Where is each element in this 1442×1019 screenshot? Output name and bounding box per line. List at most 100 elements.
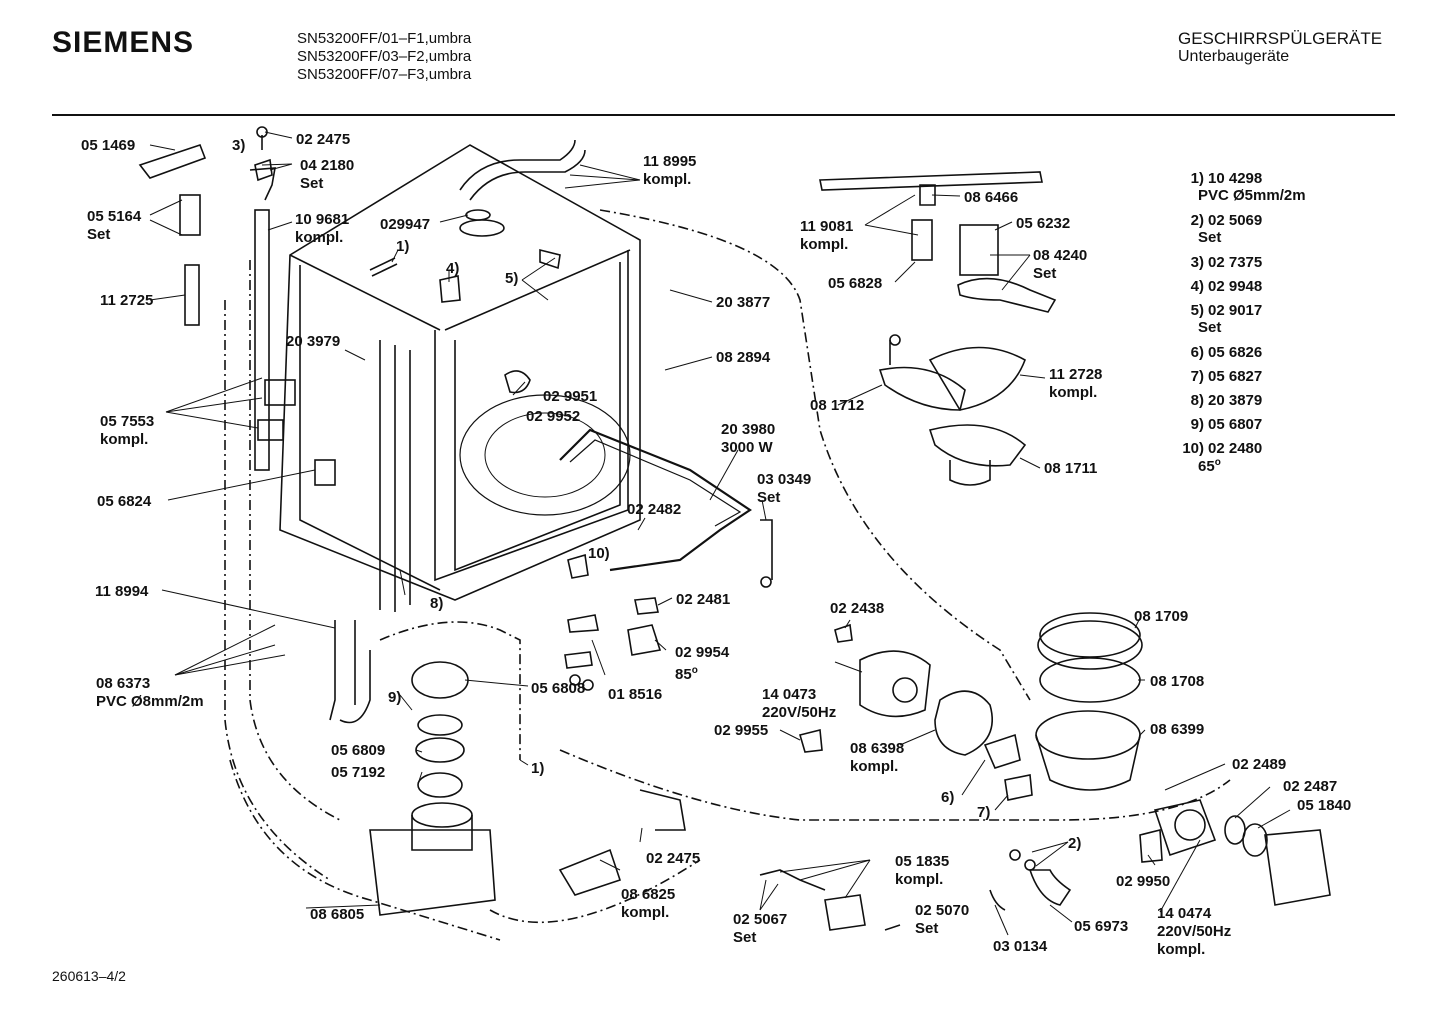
legend-code: 02 2480 [1208,440,1263,457]
ref-label-5: 5) [505,270,519,287]
ref-label-2: 2) [1068,835,1082,852]
header-rule [52,114,1395,116]
filter-assembly [878,334,1027,486]
legend-row: 3)02 7375 [1176,254,1263,278]
part-label-042180: 04 2180 [300,157,355,174]
part-label-084240-set: Set [1033,265,1057,282]
part-label-056973: 05 6973 [1074,918,1129,935]
legend-code: 02 9948 [1208,278,1263,295]
part-label-025070-set: Set [915,920,939,937]
part-label-086373: 08 6373 [96,675,151,692]
model-line: SN53200FF/03–F2,umbra [297,48,472,65]
part-label-119081: 11 9081 [800,218,854,235]
part-label-030134: 03 0134 [993,938,1048,955]
part-label-086466: 08 6466 [964,189,1019,206]
part-label-056232: 05 6232 [1016,215,1071,232]
part-label-109681-kompl: kompl. [295,229,344,246]
part-label-140474-volt: 220V/50Hz [1157,923,1232,940]
legend-row: 9)05 6807 [1176,416,1263,440]
heating-element [559,428,752,572]
drain-pump [1139,799,1331,906]
part-label-086805: 08 6805 [310,906,365,923]
part-label-086825: 08 6825 [621,886,676,903]
part-label-140474: 14 0474 [1157,905,1212,922]
part-label-086825-kompl: kompl. [621,904,670,921]
part-label-051840: 05 1840 [1297,797,1352,814]
ref-label-1b: 1) [531,760,545,777]
legend-extra: PVC Ø5mm/2m [1198,187,1306,204]
part-label-025067-set: Set [733,929,757,946]
legend-num: 7) [1190,368,1204,385]
legend-code: 10 4298 [1208,170,1263,187]
legend-row: 8)20 3879 [1176,392,1263,416]
part-label-118994: 11 8994 [95,583,149,600]
part-label-025070: 02 5070 [915,902,970,919]
part-label-055164: 05 5164 [87,208,142,225]
legend-row: 4)02 9948 [1176,278,1263,302]
category-block: GESCHIRRSPÜLGERÄTE Unterbaugeräte [1178,30,1382,66]
part-label-018516: 01 8516 [608,686,663,703]
legend-code: 05 6807 [1208,416,1263,433]
legend-temp: 65 [1198,458,1215,475]
legend-code: 02 5069 [1208,212,1263,229]
ref-label-9: 9) [388,689,402,706]
ref-label-3: 3) [232,137,246,154]
legend-num: 9) [1190,416,1204,433]
legend-num: 3) [1190,254,1204,271]
part-label-029950: 02 9950 [1116,873,1171,890]
model-line: SN53200FF/01–F1,umbra [297,30,472,47]
ref-label-10: 10) [588,545,610,562]
temp-value: 85 [675,666,692,683]
part-label-109681: 10 9681 [295,211,350,228]
legend-num: 2) [1190,212,1204,229]
part-label-029955: 02 9955 [714,722,769,739]
part-label-051469: 05 1469 [81,137,136,154]
part-label-051835-kompl: kompl. [895,871,944,888]
left-parts [138,143,371,724]
part-label-057553: 05 7553 [100,413,155,430]
legend-num: 8) [1190,392,1204,409]
part-label-203980-watt: 3000 W [721,439,773,456]
part-label-030349-set: Set [757,489,781,506]
part-label-086398: 08 6398 [850,740,905,757]
part-label-022438: 02 2438 [830,600,885,617]
part-label-022487: 02 2487 [1283,778,1338,795]
ref-label-1: 1) [396,238,410,255]
part-label-118995-kompl: kompl. [643,171,692,188]
legend-code: 02 9017 [1208,302,1263,319]
legend-code: 05 6827 [1208,368,1263,385]
part-label-112728: 11 2728 [1049,366,1103,383]
circulation-pump [859,650,1033,801]
model-line: SN53200FF/07–F3,umbra [297,66,472,83]
part-label-056809: 05 6809 [331,742,386,759]
part-label-029952: 02 9952 [526,408,581,425]
sump-assembly [369,661,686,916]
part-label-051835: 05 1835 [895,853,950,870]
footer-code: 260613–4/2 [52,968,126,984]
part-label-022475b: 02 2475 [646,850,701,867]
part-label-029954-temp: 85o [675,665,698,683]
small-parts [249,126,1072,931]
part-label-084240: 08 4240 [1033,247,1088,264]
ref-label-8: 8) [430,595,444,612]
part-label-081709: 08 1709 [1134,608,1189,625]
legend-extra: Set [1198,229,1222,246]
legend-num: 1) [1190,170,1204,187]
heating-element-inner [569,439,742,527]
ref-label-7: 7) [977,804,991,821]
part-label-029951: 02 9951 [543,388,598,405]
part-label-119081-kompl: kompl. [800,236,849,253]
part-label-140473-volt: 220V/50Hz [762,704,837,721]
part-label-140474-kompl: kompl. [1157,941,1206,958]
part-label-086399: 08 6399 [1150,721,1205,738]
ref-label-4: 4) [446,260,460,277]
part-label-022489: 02 2489 [1232,756,1287,773]
part-label-042180-set: Set [300,175,324,192]
category-subtitle: Unterbaugeräte [1178,48,1290,65]
leader-lines [149,131,1291,936]
